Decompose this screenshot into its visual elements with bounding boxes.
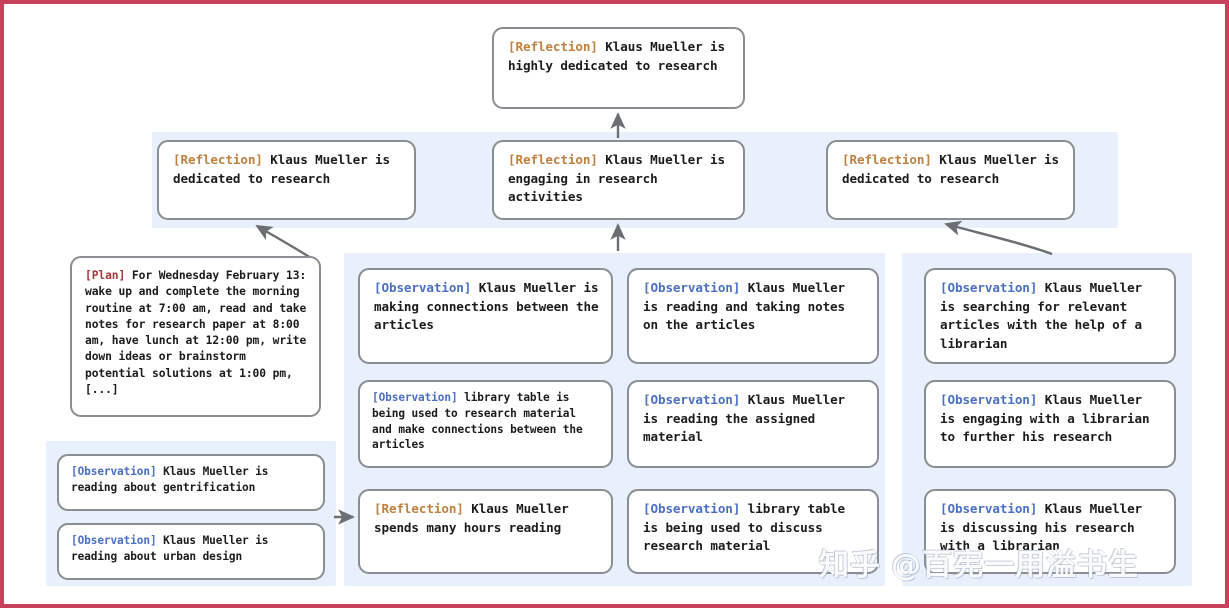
node-tag: [Observation] bbox=[71, 465, 157, 478]
node-observation-left-1[interactable]: [Observation] Klaus Mueller is reading a… bbox=[57, 454, 325, 511]
node-tag: [Reflection] bbox=[173, 152, 263, 167]
node-text: Klaus Mueller is dedicated to research bbox=[173, 152, 398, 186]
node-right-observation-2[interactable]: [Observation] Klaus Mueller is engaging … bbox=[924, 380, 1176, 468]
node-tag: [Reflection] bbox=[508, 152, 598, 167]
node-text: Klaus Mueller is making connections betw… bbox=[374, 280, 606, 332]
node-tag: [Reflection] bbox=[374, 501, 464, 516]
node-tag: [Observation] bbox=[643, 280, 741, 295]
node-text: Klaus Mueller is dedicated to research bbox=[842, 152, 1067, 186]
node-reflection-left[interactable]: [Reflection] Klaus Mueller is dedicated … bbox=[157, 140, 416, 220]
node-tag: [Reflection] bbox=[842, 152, 932, 167]
node-tag: [Plan] bbox=[85, 269, 126, 282]
node-text: Klaus Mueller is engaging in research ac… bbox=[508, 152, 733, 204]
node-tag: [Observation] bbox=[940, 501, 1038, 516]
diagram-canvas: [Reflection] Klaus Mueller is highly ded… bbox=[4, 4, 1229, 608]
arrow-right-group-to-reflection bbox=[944, 220, 1053, 256]
node-text: Klaus Mueller is reading and taking note… bbox=[643, 280, 853, 332]
node-text: Klaus Mueller is searching for relevant … bbox=[940, 280, 1150, 351]
node-text: library table is being used to research … bbox=[372, 391, 590, 452]
node-right-observation-3[interactable]: [Observation] Klaus Mueller is discussin… bbox=[924, 489, 1176, 574]
node-center-observation-3[interactable]: [Observation] library table is being use… bbox=[627, 489, 879, 574]
node-reflection-right[interactable]: [Reflection] Klaus Mueller is dedicated … bbox=[826, 140, 1075, 220]
node-tag: [Observation] bbox=[940, 280, 1038, 295]
node-tag: [Reflection] bbox=[508, 39, 598, 54]
node-text: Klaus Mueller is reading the assigned ma… bbox=[643, 392, 853, 444]
node-middle-reflection[interactable]: [Reflection] Klaus Mueller spends many h… bbox=[358, 489, 613, 574]
node-text: Klaus Mueller is reading about gentrific… bbox=[71, 465, 275, 494]
node-text: Klaus Mueller spends many hours reading bbox=[374, 501, 577, 535]
node-tag: [Observation] bbox=[71, 534, 157, 547]
node-text: Klaus Mueller is engaging with a librari… bbox=[940, 392, 1157, 444]
node-text: Klaus Mueller is reading about urban des… bbox=[71, 534, 275, 563]
node-root-reflection[interactable]: [Reflection] Klaus Mueller is highly ded… bbox=[492, 27, 745, 109]
node-center-observation-2[interactable]: [Observation] Klaus Mueller is reading t… bbox=[627, 380, 879, 468]
node-tag: [Observation] bbox=[374, 280, 472, 295]
node-text: For Wednesday February 13: wake up and c… bbox=[85, 269, 313, 396]
node-plan[interactable]: [Plan] For Wednesday February 13: wake u… bbox=[70, 256, 321, 417]
node-reflection-middle[interactable]: [Reflection] Klaus Mueller is engaging i… bbox=[492, 140, 745, 220]
node-tag: [Observation] bbox=[643, 392, 741, 407]
node-tag: [Observation] bbox=[940, 392, 1038, 407]
node-observation-left-2[interactable]: [Observation] Klaus Mueller is reading a… bbox=[57, 523, 325, 580]
node-middle-observation-2[interactable]: [Observation] library table is being use… bbox=[358, 380, 613, 468]
node-right-observation-1[interactable]: [Observation] Klaus Mueller is searching… bbox=[924, 268, 1176, 364]
node-text: Klaus Mueller is discussing his research… bbox=[940, 501, 1150, 553]
node-tag: [Observation] bbox=[372, 391, 458, 404]
arrow-plan-to-left-reflection bbox=[255, 224, 315, 261]
node-text: library table is being used to discuss r… bbox=[643, 501, 853, 553]
node-center-observation-1[interactable]: [Observation] Klaus Mueller is reading a… bbox=[627, 268, 879, 364]
node-tag: [Observation] bbox=[643, 501, 741, 516]
node-text: Klaus Mueller is highly dedicated to res… bbox=[508, 39, 733, 73]
node-middle-observation-1[interactable]: [Observation] Klaus Mueller is making co… bbox=[358, 268, 613, 364]
